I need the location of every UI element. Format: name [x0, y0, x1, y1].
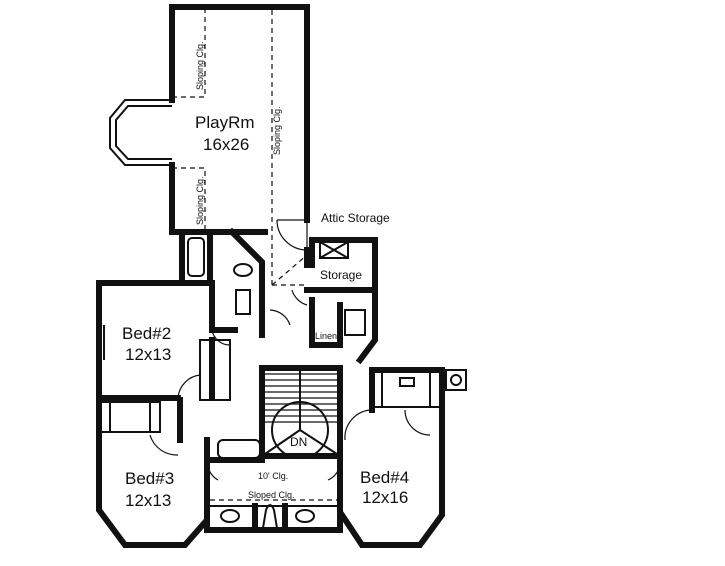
- bed3-name: Bed#3: [125, 469, 174, 488]
- bed4-name: Bed#4: [360, 468, 409, 487]
- linen-label: Linen: [315, 331, 337, 341]
- playroom-walls: [109, 4, 310, 286]
- bed2-size: 12x13: [125, 345, 171, 364]
- attic-storage-label: Attic Storage: [321, 211, 390, 225]
- sloping-ceiling-label: Sloping Clg.: [195, 176, 205, 225]
- bed2-name: Bed#2: [122, 324, 171, 343]
- sloping-ceiling-label: Sloping Clg.: [195, 41, 205, 90]
- staircase[interactable]: [259, 365, 343, 459]
- stairs-down-label: DN: [290, 435, 307, 449]
- bed2-walls: [96, 280, 231, 401]
- storage-label: Storage: [320, 268, 362, 282]
- sloping-ceiling-label: Sloping Clg.: [272, 106, 282, 155]
- sloped-ceiling-label: Sloped Clg.: [248, 490, 295, 500]
- ceiling-height-label: 10' Clg.: [258, 471, 288, 481]
- bed4-walls: [337, 367, 467, 548]
- playroom-size: 16x26: [203, 135, 249, 154]
- bed3-size: 12x13: [125, 491, 171, 510]
- playroom-name: PlayRm: [195, 113, 255, 132]
- bed4-size: 12x16: [362, 488, 408, 507]
